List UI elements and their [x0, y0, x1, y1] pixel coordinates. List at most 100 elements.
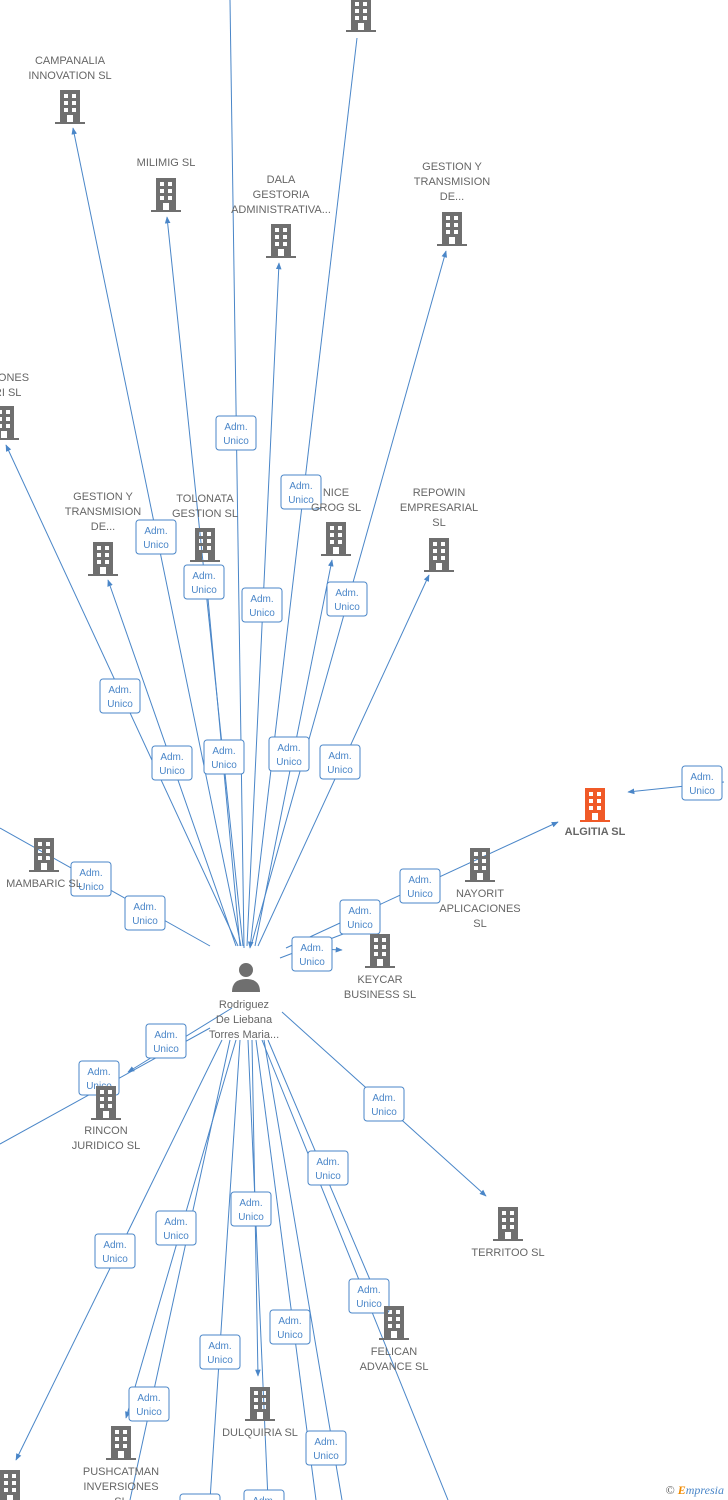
edge-label-box: [94, 1233, 136, 1269]
edge-label-line-2: Unico: [313, 1451, 339, 1462]
edge-label-line-1: Adm.: [357, 1285, 380, 1296]
company-node-pushcatman[interactable]: PUSHCATMANINVERSIONESSL: [83, 1426, 159, 1500]
company-label: DE...: [91, 521, 115, 533]
company-label: KEYCAR: [357, 974, 402, 986]
edge-label-line-2: Unico: [207, 1355, 233, 1366]
edge-label-adm-unico: Adm.Unico: [268, 736, 310, 772]
edge-label-line-2: Unico: [223, 436, 249, 447]
company-node-milimig[interactable]: MILIMIG SL: [137, 157, 196, 212]
company-label: TRANSMISION: [414, 176, 490, 188]
edge-label-line-2: Unico: [347, 920, 373, 931]
edge-label-box: [128, 1386, 170, 1422]
company-node-gestion_mid[interactable]: GESTION YTRANSMISIONDE...: [65, 491, 141, 576]
edge-label-box: [305, 1430, 347, 1466]
edge-label-line-1: Adm.: [252, 1496, 275, 1500]
edge-label-adm-unico: Adm.Unico: [135, 519, 177, 555]
edge-label-line-1: Adm.: [133, 902, 156, 913]
building-icon: [346, 0, 376, 32]
edge-label-line-1: Adm.: [160, 752, 183, 763]
edge-label-adm-unico: Adm. Unico: [348, 1278, 390, 1314]
edge-label-line-1: Adm.: [212, 746, 235, 757]
edge-label-line-1: Adm.: [144, 526, 167, 537]
company-label: CCIONES: [0, 372, 29, 384]
edge-label-adm-unico: Adm. Unico: [155, 1210, 197, 1246]
edge-label-line-1: Adm.: [314, 1437, 337, 1448]
edge-label-line-2: Unico: [78, 882, 104, 893]
edge-label-adm-unico: Adm.Unico: [399, 868, 441, 904]
edge-label-line-1: Adm.: [250, 594, 273, 605]
edge-label-box: [70, 861, 112, 897]
edge-label-line-1: Adm.: [154, 1030, 177, 1041]
company-label: ADVANCE SL: [360, 1361, 429, 1373]
edge-label-line-2: Unico: [356, 1299, 382, 1310]
edge-line: [261, 1039, 449, 1500]
edge-label-line-2: Unico: [102, 1254, 128, 1265]
edge-label-box: [155, 1210, 197, 1246]
edge-label-box: [268, 736, 310, 772]
edge-label-adm-unico: Adm. Unico: [339, 899, 381, 935]
company-node-top[interactable]: [346, 0, 376, 32]
edge-label-line-2: Unico: [163, 1231, 189, 1242]
building-icon: [0, 1470, 25, 1500]
edge-label-line-2: Unico: [159, 766, 185, 777]
edge-label-line-2: Unico: [689, 786, 715, 797]
edge-label-box: [183, 564, 225, 600]
edge-label-box: [203, 739, 245, 775]
edge-label-line-1: Adm.: [289, 481, 312, 492]
company-label: EMPRESARIAL: [400, 502, 478, 514]
edge-label-line-1: Adm.: [278, 1316, 301, 1327]
edge-label-adm-unico: Adm. Unico: [681, 765, 723, 801]
edge-label-adm-unico: Adm.Unico: [124, 895, 166, 931]
company-label: GESTORIA: [253, 189, 310, 201]
edge-label-box: [326, 581, 368, 617]
company-node-cciones[interactable]: CCIONESARI SL: [0, 372, 29, 440]
company-label: CAMPANALIA: [35, 55, 106, 67]
edge-label-line-1: Adm.: [348, 906, 371, 917]
edge-label-adm-unico: Adm.Unico: [128, 1386, 170, 1422]
edge-label-adm-unico: Adm.Unico: [319, 744, 361, 780]
company-label: NAYORIT: [456, 888, 504, 900]
edge-label-line-1: Adm.: [79, 868, 102, 879]
edge-label-adm-unico: Adm.Unico: [291, 936, 333, 972]
person-label: De Liebana: [216, 1014, 273, 1026]
company-label: PUSHCATMAN: [83, 1466, 159, 1478]
edge-label-line-2: Unico: [371, 1107, 397, 1118]
company-label: NICE: [323, 487, 349, 499]
edge-label-box: [199, 1334, 241, 1370]
edge-label-adm-unico: Adm. Unico: [94, 1233, 136, 1269]
edge-label-line-1: Adm.: [164, 1217, 187, 1228]
company-node-gestion_top[interactable]: GESTION YTRANSMISIONDE...: [414, 161, 490, 246]
edge-label-adm-unico: Adm.Unico: [203, 739, 245, 775]
company-node-algitia[interactable]: ALGITIA SL: [565, 788, 626, 838]
company-node-dala[interactable]: DALAGESTORIAADMINISTRATIVA...: [231, 174, 331, 258]
company-node-mambaric[interactable]: MAMBARIC SL: [6, 838, 82, 890]
building-icon: [106, 1426, 136, 1460]
company-label: SL: [114, 1496, 127, 1500]
brand-initial: E: [677, 1483, 686, 1497]
building-icon: [321, 522, 351, 556]
brand-name: mpresia: [685, 1483, 724, 1497]
edge-label-line-1: Adm.: [335, 588, 358, 599]
building-icon: [55, 90, 85, 124]
company-node-bottom_left[interactable]: [0, 1470, 25, 1500]
company-node-territoo[interactable]: TERRITOO SL: [471, 1207, 545, 1259]
person-icon-body: [232, 979, 260, 992]
company-node-dulquiria[interactable]: DULQUIRIA SL: [222, 1387, 298, 1439]
edge-label-adm-unico: Adm.Unico: [179, 1493, 221, 1500]
edge-label-line-1: Adm.: [103, 1240, 126, 1251]
edge-label-line-2: Unico: [315, 1171, 341, 1182]
edge-label-line-1: Adm.: [300, 943, 323, 954]
edge-label-line-1: Adm.: [690, 772, 713, 783]
edge-label-box: [269, 1309, 311, 1345]
building-icon: [0, 406, 19, 440]
edge-label-box: [179, 1493, 221, 1500]
